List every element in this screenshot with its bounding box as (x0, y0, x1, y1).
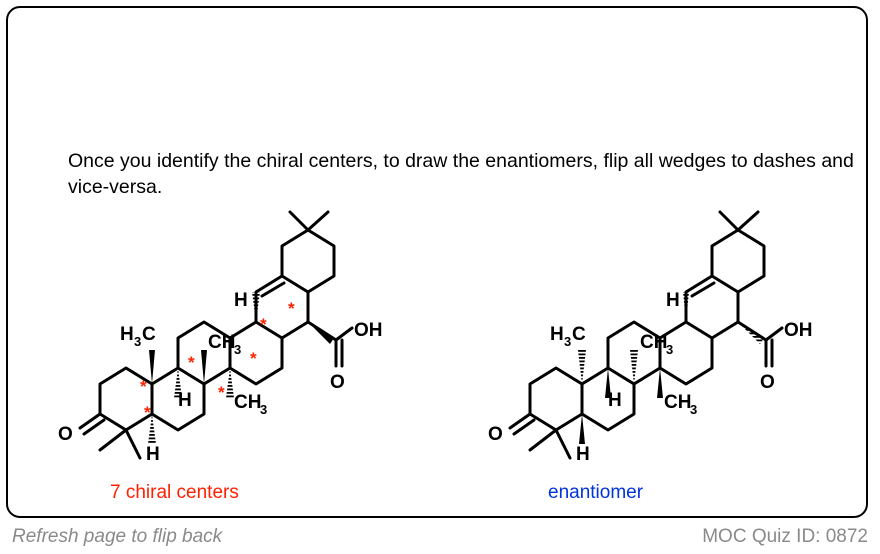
right-ch3-low: CH (664, 392, 691, 413)
right-molecule-stereo-bonds (578, 292, 764, 444)
chiral-marker: * (144, 403, 151, 422)
right-h3c-sub: 3 (564, 334, 571, 349)
chiral-markers: * * * * * * * (140, 299, 295, 422)
left-h3c-carbon: C (142, 324, 156, 345)
left-molecule-bonds (78, 210, 354, 460)
instruction-text: Once you identify the chiral centers, to… (68, 150, 854, 198)
left-h-label-a: H (146, 444, 160, 465)
left-h3c-sub: 3 (134, 334, 141, 349)
right-h-label-a: H (576, 444, 590, 465)
right-hydroxyl: OH (784, 320, 813, 341)
left-ch3-low-sub: 3 (260, 402, 267, 417)
chiral-marker: * (218, 383, 225, 402)
left-ch3-mid-sub: 3 (234, 342, 241, 357)
left-h-label-b: H (178, 390, 192, 411)
left-caption: 7 chiral centers (110, 482, 239, 503)
right-ch3-mid: CH (640, 332, 667, 353)
chiral-marker: * (250, 349, 257, 368)
chiral-marker: * (288, 299, 295, 318)
left-molecule-stereo-bonds (148, 292, 334, 444)
right-ketone-oxygen: O (488, 424, 503, 445)
chiral-marker: * (188, 353, 195, 372)
left-ch3-low: CH (234, 392, 261, 413)
right-h3c-label: H (550, 324, 564, 345)
left-acid-oxygen: O (330, 372, 345, 393)
chiral-marker: * (260, 315, 267, 334)
left-hydroxyl: OH (354, 320, 383, 341)
right-molecule-atoms: O H 3 C H H H CH 3 CH 3 OH O (488, 290, 813, 465)
refresh-hint: Refresh page to flip back (12, 526, 223, 547)
left-h3c-label: H (120, 324, 134, 345)
right-ch3-mid-sub: 3 (666, 342, 673, 357)
right-h-label-c: H (666, 290, 680, 311)
left-ch3-mid: CH (208, 332, 235, 353)
quiz-id: MOC Quiz ID: 0872 (702, 526, 868, 547)
left-molecule-atoms: O H 3 C H H H CH 3 CH 3 OH O (58, 290, 383, 465)
chiral-marker: * (140, 377, 147, 396)
right-h-label-b: H (608, 390, 622, 411)
right-ch3-low-sub: 3 (690, 402, 697, 417)
right-h3c-carbon: C (572, 324, 586, 345)
left-h-label-c: H (234, 290, 248, 311)
right-acid-oxygen: O (760, 372, 775, 393)
right-caption: enantiomer (548, 482, 644, 503)
left-ketone-oxygen: O (58, 424, 73, 445)
